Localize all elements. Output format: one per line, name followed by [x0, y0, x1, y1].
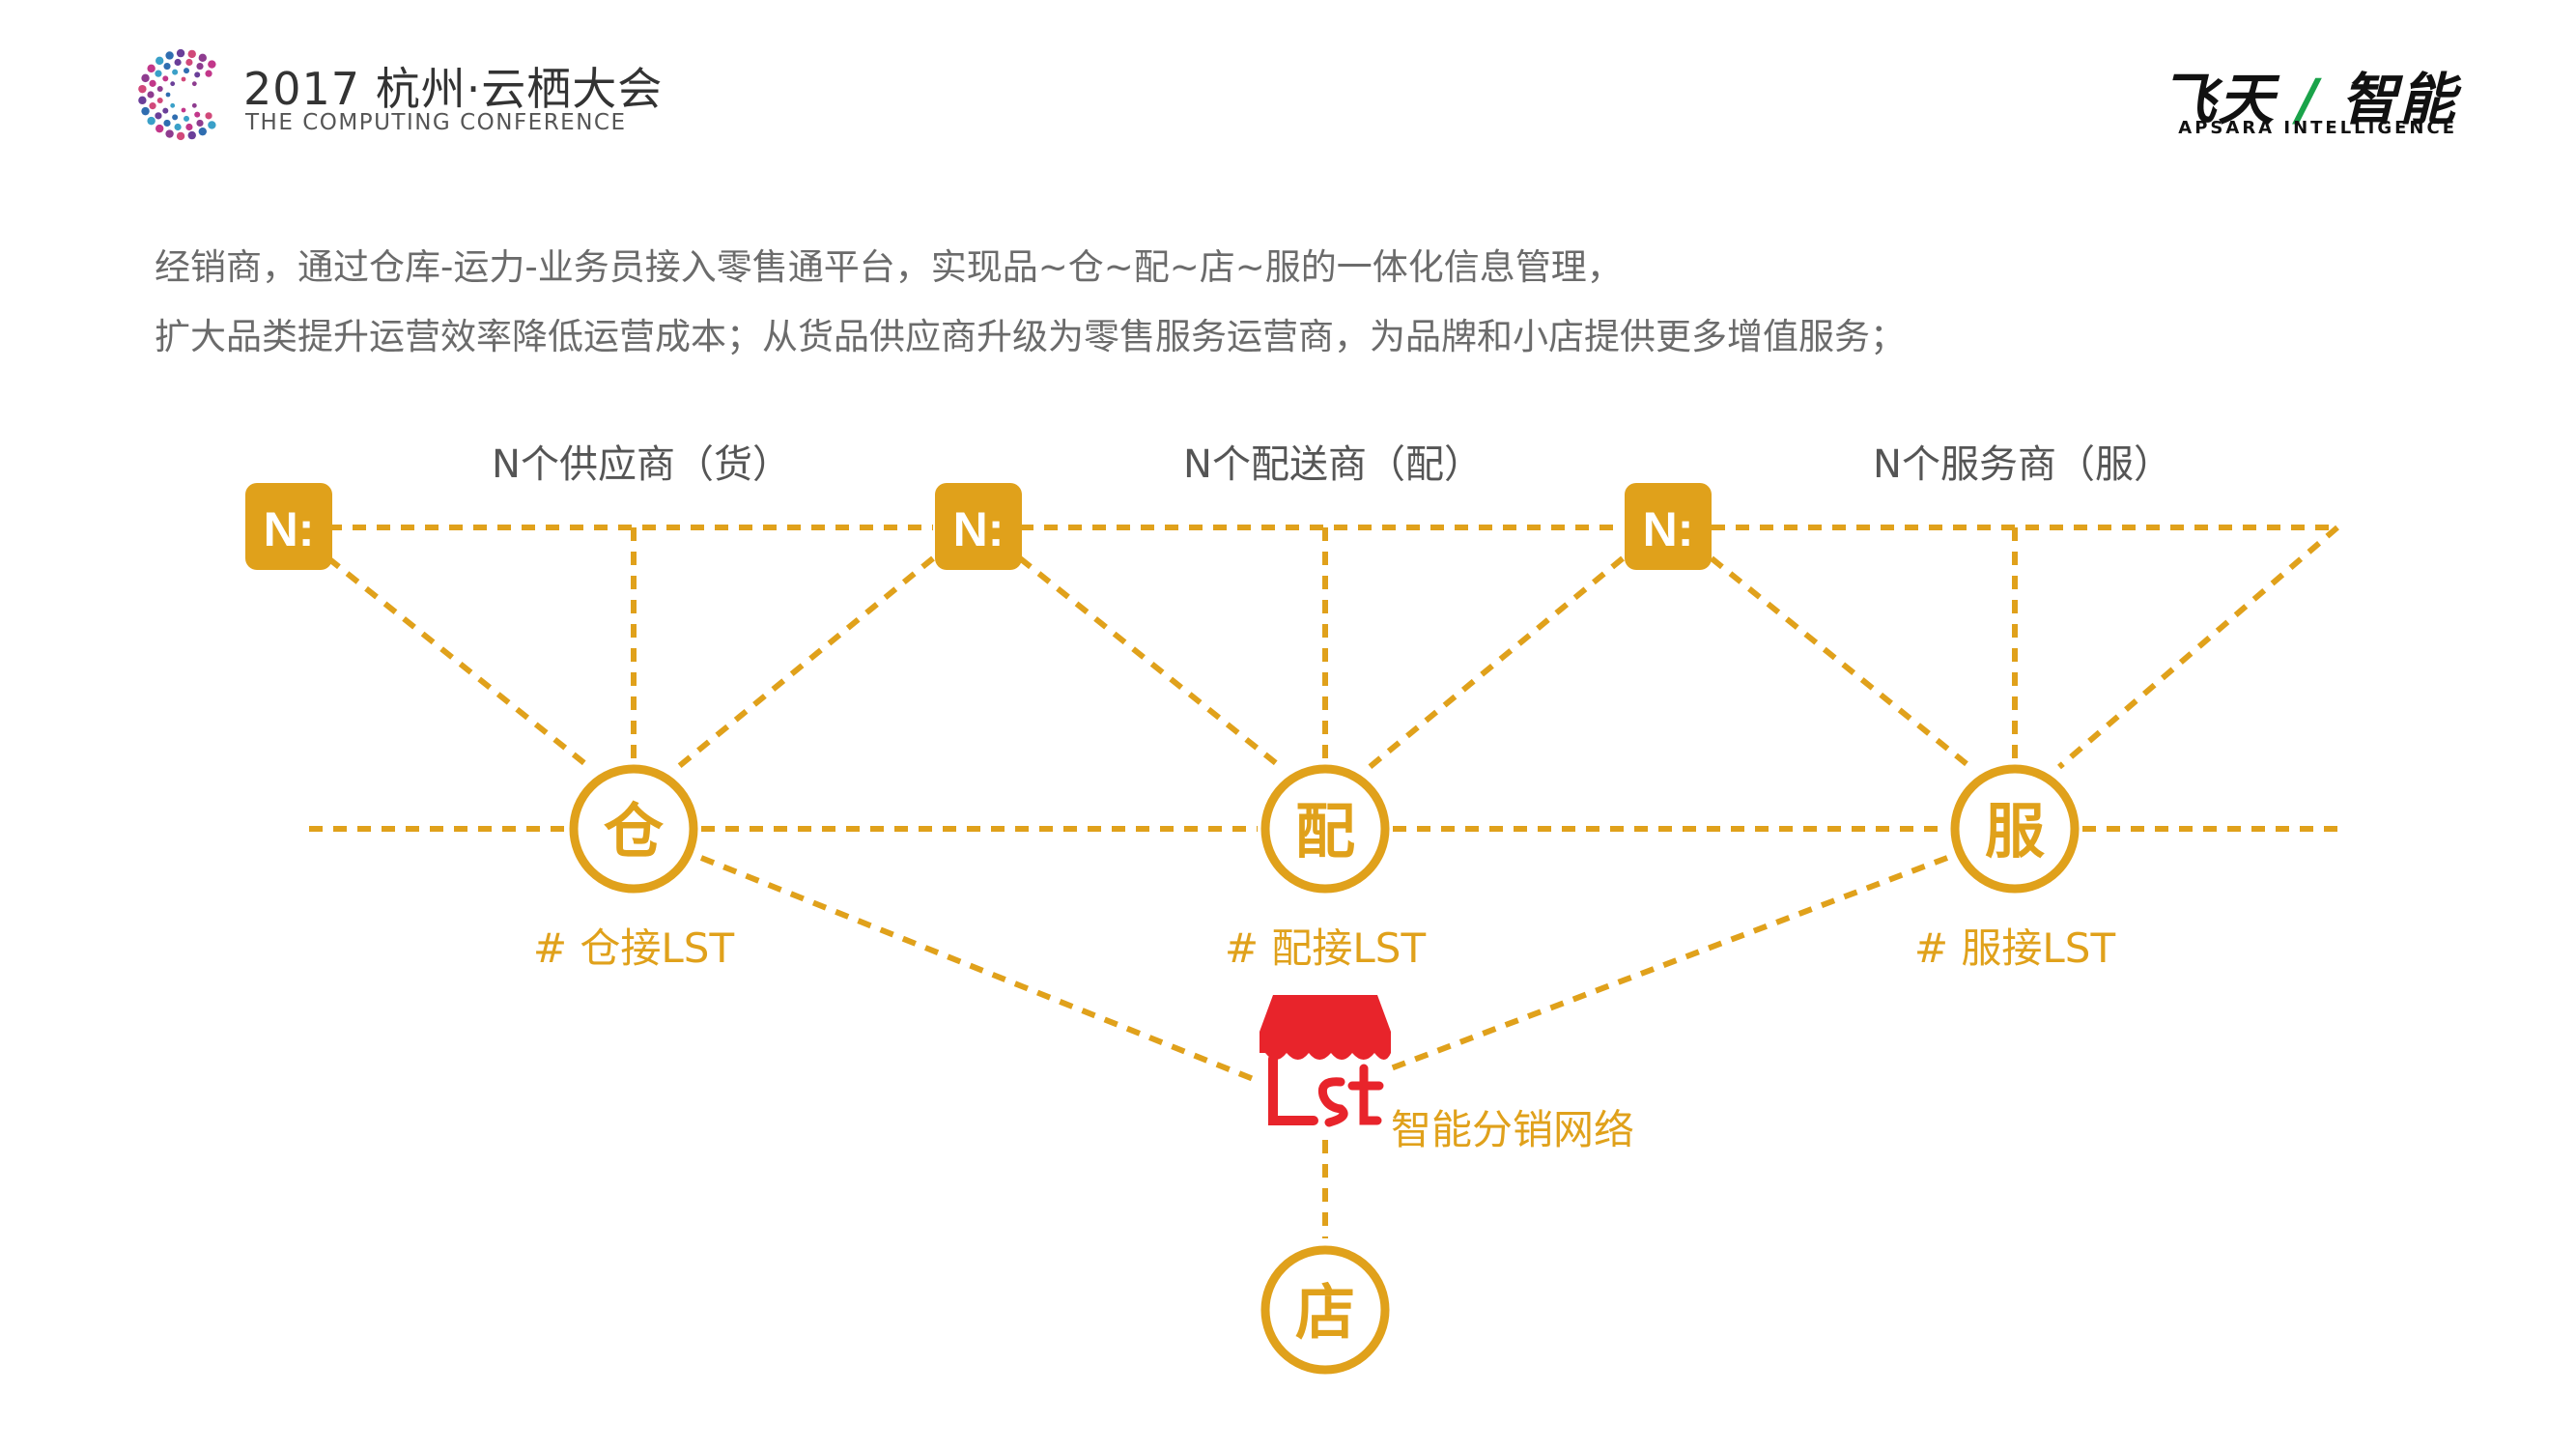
brand-name: 飞天 / 智能 [2160, 54, 2457, 135]
diag-1b [676, 555, 935, 770]
logo-dot [196, 62, 204, 71]
logo-dot [198, 53, 207, 63]
diag-1a [326, 555, 591, 770]
logo-dot [147, 64, 156, 73]
logo-dot [141, 73, 150, 83]
node-delivery-text: 配 [1295, 796, 1355, 867]
logo-dot [172, 69, 179, 75]
conference-header: 2017 杭州·云栖大会 THE COMPUTING CONFERENCE [137, 48, 678, 145]
logo-dot [184, 68, 190, 74]
intro-line-1: 经销商，通过仓库-运力-业务员接入零售通平台，实现品~仓~配~店~服的一体化信息… [155, 246, 1623, 288]
brand-subtitle: APSARA INTELLIGENCE [2178, 118, 2457, 138]
logo-dot [162, 75, 169, 82]
brand-slash-icon: / [2276, 67, 2341, 132]
node-warehouse-text: 仓 [604, 796, 665, 867]
logo-dot [141, 106, 150, 116]
logo-dot [165, 129, 174, 138]
logo-dot [138, 96, 147, 105]
logo-dot [163, 62, 171, 71]
brand-name-a: 飞天 [2160, 67, 2277, 132]
logo-dot [163, 119, 171, 128]
conference-title: 2017 杭州·云栖大会 [243, 63, 664, 115]
conference-subtitle: THE COMPUTING CONFERENCE [245, 110, 627, 135]
logo-dot [184, 115, 190, 122]
logo-dot [187, 130, 196, 140]
diag-3b [2057, 525, 2339, 770]
intro-line-2: 扩大品类提升运营效率降低运营成本；从货品供应商升级为零售服务运营商，为品牌和小店… [155, 316, 1906, 357]
logo-dot [194, 111, 201, 118]
logo-dot [138, 84, 147, 94]
logo-dot [174, 58, 182, 67]
connector-lines [309, 525, 2339, 1238]
node-service: 服 [1950, 764, 2080, 894]
node-warehouse: 仓 [569, 764, 698, 894]
badge-service-text: N: [1643, 502, 1694, 556]
badge-distributor: N: [935, 483, 1022, 570]
logo-dot [205, 112, 212, 120]
logo-dot [156, 56, 164, 66]
node-service-text: 服 [1985, 796, 2045, 867]
conference-logo-icon [138, 48, 216, 141]
category-label-supplier: N个供应商（货） [492, 442, 791, 487]
brand-header: 飞天 / 智能 APSARA INTELLIGENCE [2160, 54, 2463, 141]
logo-dot [147, 116, 156, 126]
logo-dot [174, 123, 182, 131]
badge-distributor-text: N: [953, 502, 1005, 556]
logo-dot [165, 92, 171, 98]
category-label-distributor: N个配送商（配） [1183, 442, 1483, 487]
diag-2b [1368, 555, 1625, 770]
logo-dot [185, 58, 193, 67]
link-service-hub [1389, 855, 1949, 1071]
tag-service-lst: # 服接LST [1913, 924, 2116, 972]
category-label-service: N个服务商（服） [1873, 442, 2172, 487]
logo-dot [156, 124, 164, 133]
brand-name-b: 智能 [2340, 67, 2457, 132]
logo-dot [194, 71, 201, 78]
logo-dot [198, 127, 207, 136]
logo-dot [205, 70, 212, 77]
logo-dot [156, 86, 163, 93]
logo-dot [149, 102, 156, 110]
node-delivery: 配 [1260, 764, 1390, 894]
badge-supplier-text: N: [264, 502, 315, 556]
logo-dot [185, 123, 193, 131]
link-warehouse-hub [699, 855, 1258, 1083]
logo-dot [156, 97, 163, 103]
logo-dot [191, 102, 197, 108]
logo-dot [170, 102, 176, 108]
logo-dot [187, 49, 196, 59]
logo-dot [181, 76, 186, 82]
network-label: 智能分销网络 [1391, 1106, 1635, 1153]
logo-dot [208, 121, 216, 129]
logo-dot [170, 81, 176, 87]
logo-dot [176, 48, 185, 58]
logo-dot [155, 112, 162, 120]
node-store: 店 [1260, 1245, 1390, 1375]
badge-service: N: [1625, 483, 1712, 570]
logo-dot [181, 107, 186, 113]
tag-warehouse-lst: # 仓接LST [532, 924, 735, 972]
logo-dot [196, 119, 204, 128]
badge-supplier: N: [245, 483, 332, 570]
logo-dot [165, 51, 174, 60]
tag-delivery-lst: # 配接LST [1224, 924, 1427, 972]
logo-dot [191, 81, 197, 87]
logo-dot [176, 131, 185, 141]
lst-store-icon [1260, 995, 1391, 1127]
logo-dot [149, 79, 156, 87]
logo-dot [147, 91, 155, 99]
logo-dot [162, 107, 169, 114]
node-store-text: 店 [1295, 1277, 1355, 1348]
diag-2a [1018, 555, 1283, 770]
logo-dot [208, 60, 216, 69]
logo-dot [172, 114, 179, 121]
logo-dot [155, 70, 162, 77]
diag-3a [1710, 555, 1972, 770]
